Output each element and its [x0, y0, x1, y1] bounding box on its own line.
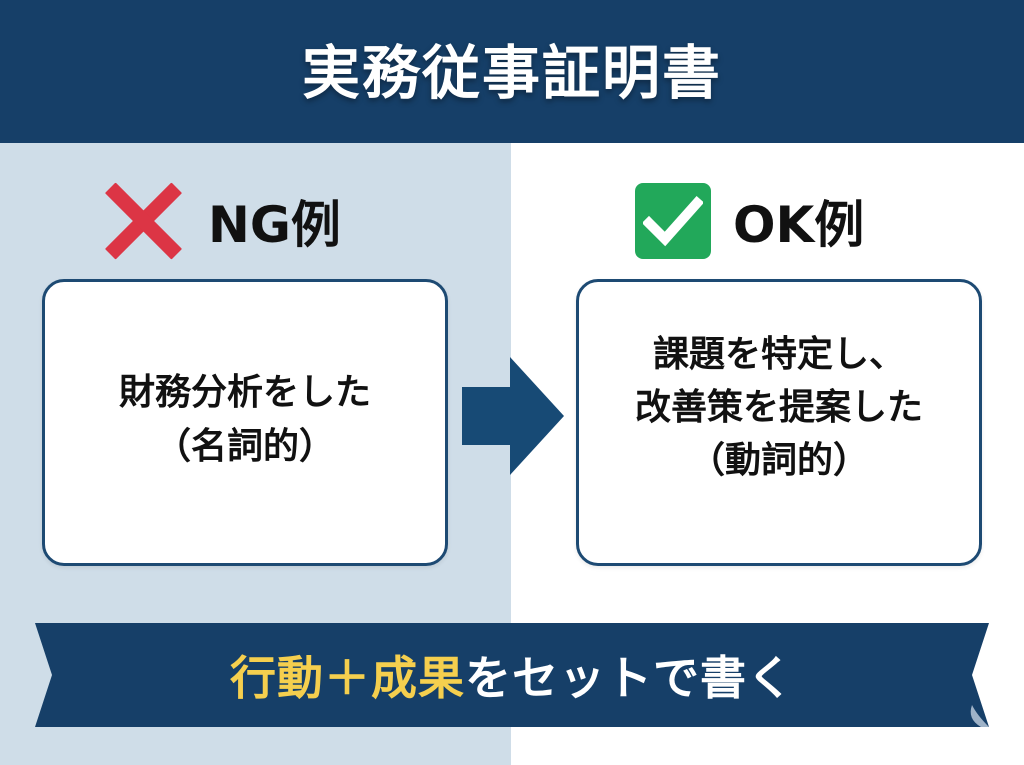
ng-example-text: 財務分析をした （名詞的） [119, 366, 371, 473]
ok-example-text: 課題を特定し、 改善策を提案した （動詞的） [635, 328, 923, 488]
summary-banner: 行動＋成果をセットで書く [35, 623, 989, 727]
ng-label-row: NG例 [100, 178, 341, 264]
right-arrow-icon [462, 357, 564, 475]
banner-highlight: 行動＋成果 [230, 651, 465, 705]
ng-line-1: 財務分析をした [118, 372, 371, 414]
ng-example-card: 財務分析をした （名詞的） [42, 279, 448, 566]
ok-line-3: （動詞的） [688, 440, 869, 482]
page-title: 実務従事証明書 [301, 38, 722, 107]
ok-line-1: 課題を特定し、 [652, 333, 905, 375]
ok-example-card: 課題を特定し、 改善策を提案した （動詞的） [576, 279, 982, 566]
banner-rest: をセットで書く [465, 651, 794, 705]
check-box-icon [635, 183, 711, 259]
banner-text: 行動＋成果をセットで書く [35, 623, 989, 727]
x-mark-icon [100, 178, 186, 264]
ok-line-2: 改善策を提案した [634, 386, 923, 428]
ok-label: OK例 [733, 196, 865, 254]
ng-line-2: （名詞的） [154, 425, 335, 467]
ok-label-row: OK例 [635, 178, 864, 264]
ng-label: NG例 [208, 196, 341, 254]
header-bar: 実務従事証明書 [0, 0, 1024, 143]
ribbon-shape [35, 623, 989, 727]
